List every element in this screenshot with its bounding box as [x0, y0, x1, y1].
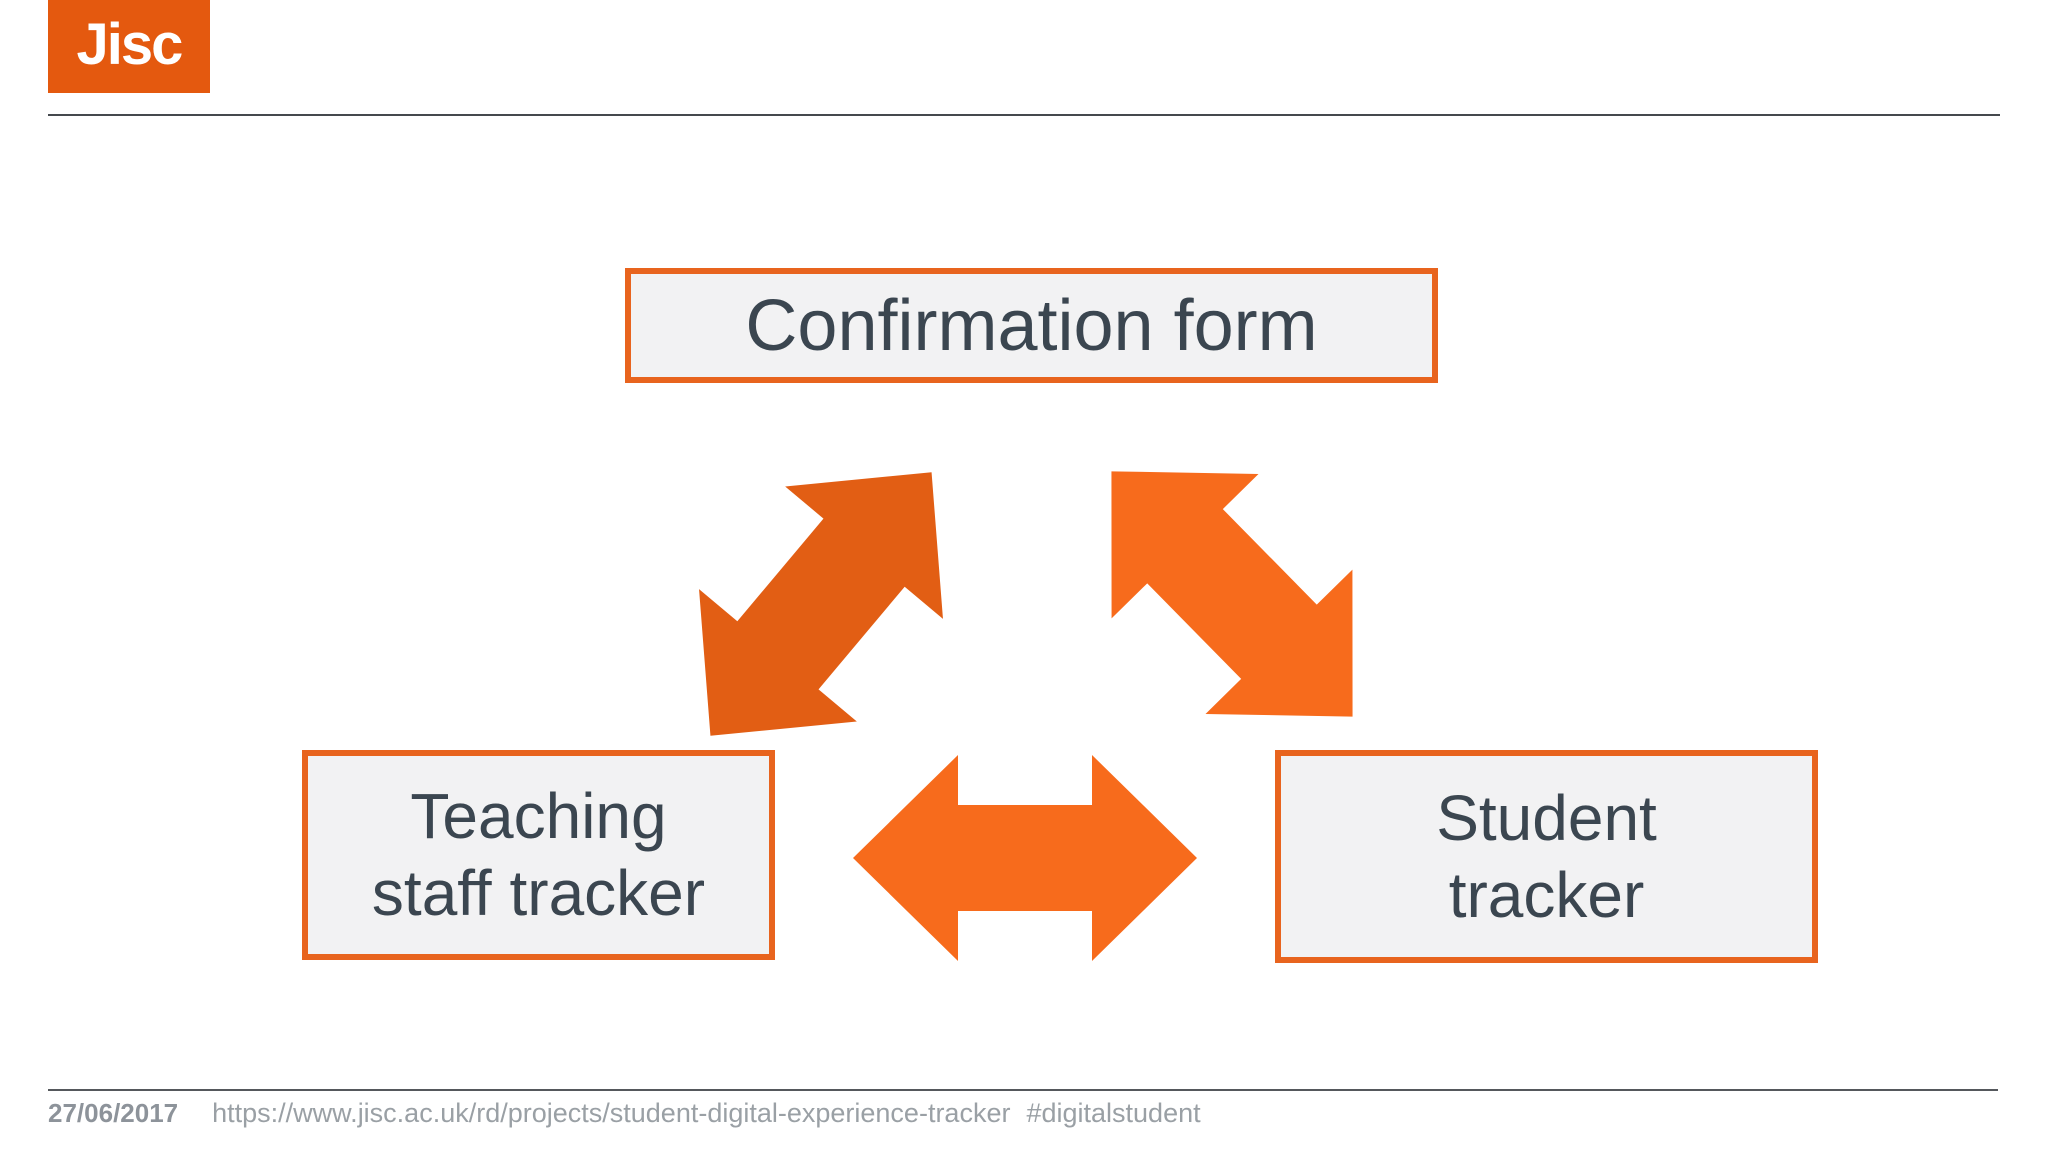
jisc-logo-text: Jisc — [76, 12, 184, 77]
footer: 27/06/2017 https://www.jisc.ac.uk/rd/pro… — [48, 1098, 1201, 1129]
node-label-line: staff tracker — [371, 857, 706, 929]
node-teaching-staff-tracker: Teaching staff tracker — [302, 750, 775, 960]
node-label-line: Student — [1436, 781, 1657, 854]
node-label-line: tracker — [1448, 858, 1645, 931]
footer-url: https://www.jisc.ac.uk/rd/projects/stude… — [212, 1098, 1011, 1128]
double-arrow-icon-confirmation-teaching — [699, 472, 943, 736]
footer-hashtag: #digitalstudent — [1026, 1098, 1201, 1128]
node-student-tracker: Student tracker — [1275, 750, 1818, 963]
footer-date: 27/06/2017 — [48, 1098, 179, 1128]
double-arrow-icon-teaching-student — [853, 755, 1197, 961]
node-label: Confirmation form — [745, 285, 1318, 366]
double-arrow-icon-confirmation-student — [1111, 471, 1353, 717]
footer-divider — [48, 1089, 1998, 1091]
node-label-line: Teaching — [410, 780, 667, 853]
jisc-logo: Jisc — [48, 0, 210, 93]
header-divider — [48, 114, 2000, 116]
node-confirmation-form: Confirmation form — [625, 268, 1438, 383]
